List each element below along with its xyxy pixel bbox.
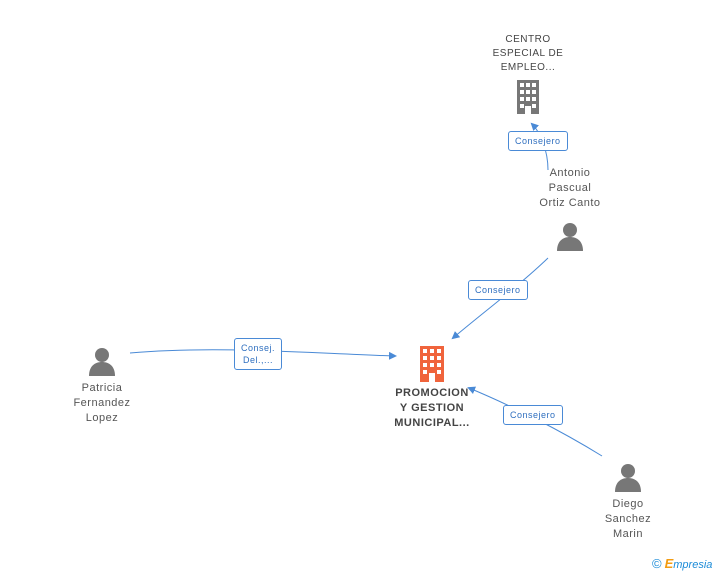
person-node-diego[interactable]: Diego Sanchez Marin [578, 462, 678, 542]
person-name-line: Marin [612, 528, 643, 540]
relation-label: Consejero [475, 285, 521, 295]
brand-initial: E [664, 556, 674, 571]
person-node-antonio[interactable]: Antonio Pascual Ortiz Canto [520, 166, 620, 251]
edge-label-antonio-promocion[interactable]: Consejero [468, 280, 528, 300]
company-name-line: Y GESTION [399, 402, 465, 414]
relation-label: Consejero [510, 410, 556, 420]
edge-label-antonio-centro[interactable]: Consejero [508, 131, 568, 151]
person-icon [557, 223, 583, 251]
person-name-line: Sanchez [604, 513, 652, 525]
person-name-line: Pascual [548, 182, 592, 194]
company-name-line: EMPLEO... [500, 62, 556, 73]
person-name-line: Ortiz Canto [539, 197, 601, 209]
person-name-line: Lopez [85, 412, 119, 424]
company-name-line: PROMOCION [395, 387, 469, 399]
edge-label-diego-promocion[interactable]: Consejero [503, 405, 563, 425]
relation-label: Consejero [515, 136, 561, 146]
relation-label: Consej. [241, 343, 276, 353]
person-node-patricia[interactable]: Patricia Fernandez Lopez [52, 346, 152, 426]
copyright-symbol: © [652, 556, 662, 571]
person-icon [615, 464, 641, 492]
company-node-centro[interactable]: CENTRO ESPECIAL DE EMPLEO... [480, 33, 576, 114]
person-icon [89, 348, 115, 376]
relation-label: Del.,... [243, 355, 274, 365]
edge-label-patricia-promocion[interactable]: Consej. Del.,... [234, 338, 283, 370]
brand-watermark[interactable]: ©Empresia [652, 556, 712, 571]
person-name-line: Diego [612, 498, 644, 510]
building-icon [420, 346, 444, 382]
building-icon [517, 80, 539, 114]
company-node-promocion[interactable]: PROMOCION Y GESTION MUNICIPAL... [382, 346, 482, 431]
company-name-line: ESPECIAL DE [492, 48, 564, 59]
person-name-line: Fernandez [73, 397, 131, 409]
company-name-line: MUNICIPAL... [394, 417, 470, 429]
person-name-line: Antonio [549, 167, 591, 179]
brand-name: mpresia [673, 559, 713, 571]
person-name-line: Patricia [81, 382, 123, 394]
company-name-line: CENTRO [505, 34, 551, 45]
